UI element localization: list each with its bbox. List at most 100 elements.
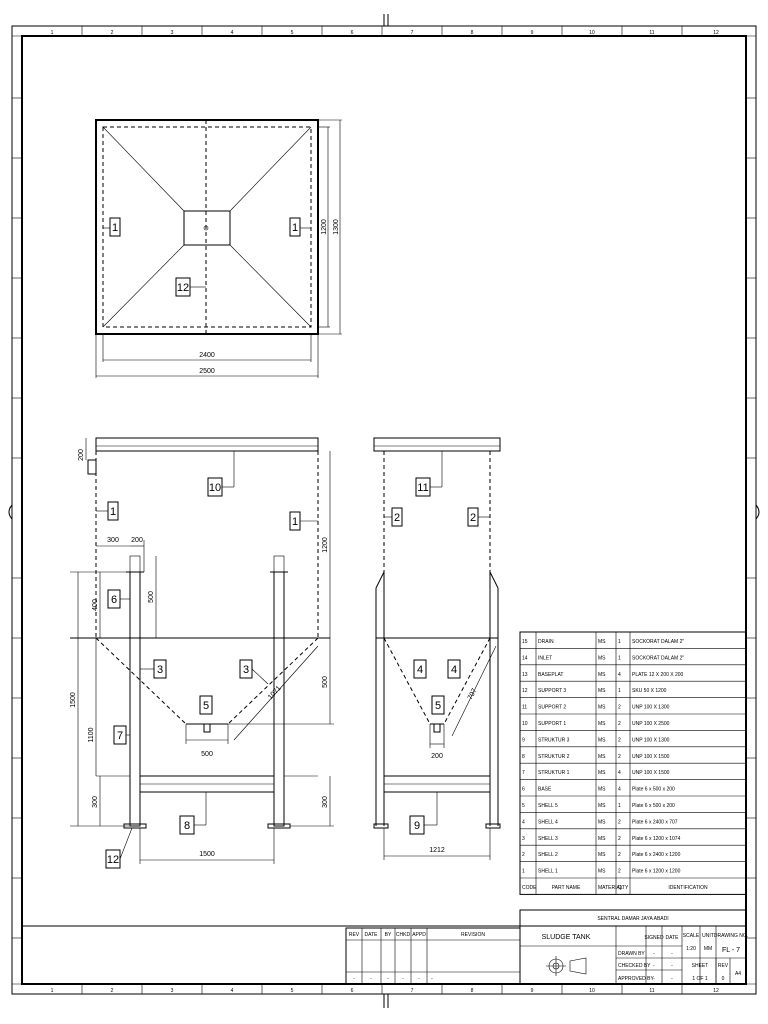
front-tag-shell-left: 1 [110,506,116,518]
bom-cell-qty: 4 [618,770,621,776]
bom-cell-qty: 2 [618,869,621,875]
projection-symbol-icon [546,956,587,976]
rev-cell: - [431,976,433,982]
col-label: 11 [649,30,654,36]
side-tag-drain: 5 [435,700,441,712]
front-dim-300: 300 [107,537,119,544]
title-block: SENTRAL DAMAR JAYA ABADI REV DATE BY CHK… [22,909,748,985]
bom-header-name: PART NAME [552,885,581,891]
col-label: 7 [411,988,414,994]
side-tag-shell-right: 2 [470,512,476,524]
unit-value: MM [704,946,712,952]
front-dim-top: 200 [78,449,85,461]
front-tag-cone-left: 3 [157,664,163,676]
date-header: DATE [666,935,680,941]
rev-cell: - [370,976,372,982]
bom-cell-spec: PLATE 12 X 200 X 200 [632,672,684,678]
rev-cell: - [418,976,420,982]
col-label: 6 [351,30,354,36]
plan-dim-outer-w: 2500 [199,368,215,375]
approved-by-date: - [671,976,673,982]
side-tag-support: 11 [417,482,428,494]
bom-cell-no: 15 [522,639,528,645]
plan-tag-right: 1 [292,222,298,234]
bom-cell-qty: 1 [618,655,621,661]
bom-header-spec: IDENTIFICATION [668,885,708,891]
bom-cell-mat: MS [598,688,606,694]
side-tag-base: 9 [414,820,420,832]
bom-cell-qty: 1 [618,639,621,645]
bom-cell-mat: MS [598,819,606,825]
bom-cell-no: 5 [522,803,525,809]
side-view: 11 2 2 4 4 5 9 707 200 1212 [373,437,501,860]
bom-header-qty: QTY [618,885,629,891]
bom-cell-no: 10 [522,721,528,727]
rev-header: BY [385,932,392,938]
bom-cell-spec: SKU 50 X 1200 [632,688,667,694]
sheet-size: A4 [735,971,741,977]
rev-header: APPD [412,932,426,938]
bom-cell-no: 3 [522,836,525,842]
bom-cell-mat: MS [598,737,606,743]
plan-dim-inner-h: 1200 [321,219,328,235]
bom-cell-name: SHELL 4 [538,819,558,825]
bom-cell-spec: Plate 6 x 2400 x 1200 [632,852,681,858]
col-label: 3 [171,988,174,994]
checked-by-date: - [671,963,673,969]
col-label: 10 [589,30,595,36]
col-label: 4 [231,988,234,994]
bom-cell-qty: 2 [618,705,621,711]
col-label: 1 [51,30,54,36]
bom-cell-spec: UNP 100 X 2500 [632,721,670,727]
bom-cell-no: 12 [522,688,528,694]
front-tag-foot: 12 [107,854,119,866]
bom-cell-mat: MS [598,672,606,678]
bom-cell-qty: 2 [618,852,621,858]
sheet-label: SHEET [692,963,709,969]
front-dim-r500: 500 [322,676,329,688]
bom-header-mat: MATERIAL [598,885,623,891]
plan-tag-left: 1 [112,222,118,234]
col-label: 5 [291,30,294,36]
front-tag-cone-right: 3 [243,664,249,676]
bom-cell-mat: MS [598,852,606,858]
col-label: 2 [111,988,114,994]
front-dim-200: 200 [131,537,143,544]
plan-dim-inner-w: 2400 [199,352,215,359]
front-dim-outlet: 500 [201,751,213,758]
drawn-by-label: DRAWN BY [618,951,645,957]
company-name: SENTRAL DAMAR JAYA ABADI [597,916,668,922]
bom-cell-mat: MS [598,754,606,760]
front-tag-brace: 7 [117,730,123,742]
col-label: 9 [531,988,534,994]
front-dim-500: 500 [148,591,155,603]
side-dim-slope: 707 [467,687,479,701]
front-view: 10 1 1 6 3 3 5 7 8 12 200 300 200 [70,437,334,869]
front-tag-drain: 5 [203,700,209,712]
rev-value: 0 [722,976,725,982]
col-label: 12 [713,988,719,994]
bom-cell-name: SUPPORT 3 [538,688,566,694]
drawn-by-date: - [671,951,673,957]
plan-view: 1 1 12 2400 2500 1200 1300 [95,119,342,378]
front-dim-r300: 300 [322,796,329,808]
bom-cell-qty: 2 [618,721,621,727]
side-dim-outlet: 200 [431,753,443,760]
bom-cell-qty: 1 [618,688,621,694]
bom-cell-mat: MS [598,770,606,776]
checked-by-label: CHECKED BY [618,963,651,969]
col-label: 7 [411,30,414,36]
unit-label: UNIT [702,933,714,939]
plan-dim-outer-h: 1300 [333,219,340,235]
bom-cell-spec: UNP 100 X 1500 [632,754,670,760]
bom-cell-mat: MS [598,836,606,842]
front-tag-shell-right: 1 [292,516,298,528]
front-dim-base: 1500 [199,851,215,858]
bom-cell-name: DRAIN [538,639,554,645]
bom-cell-spec: Plate 6 x 500 x 200 [632,803,675,809]
rev-header: DATE [365,932,379,938]
bom-cell-no: 11 [522,705,527,711]
bom-cell-qty: 2 [618,754,621,760]
bom-cell-name: BASE [538,787,552,793]
bom-cell-no: 8 [522,754,525,760]
